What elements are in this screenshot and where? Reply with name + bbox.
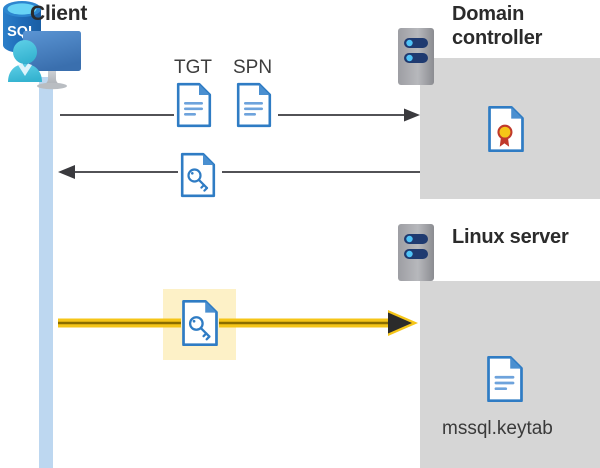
tgt-label: TGT bbox=[174, 57, 212, 78]
spn-document-icon bbox=[236, 82, 272, 128]
service-ticket-key-document-icon bbox=[181, 299, 219, 347]
tgt-document-icon bbox=[176, 82, 212, 128]
domain-controller-server-rack-icon bbox=[398, 28, 434, 85]
keytab-document-icon bbox=[486, 355, 524, 403]
flow-service-ticket-arrow bbox=[58, 310, 418, 336]
linux-server-rack-icon bbox=[398, 224, 434, 281]
client-lifeline bbox=[39, 77, 53, 468]
domain-controller-title: Domain controller bbox=[452, 3, 543, 49]
certificate-document-icon bbox=[487, 105, 525, 153]
linux-server-title: Linux server bbox=[452, 226, 569, 248]
flow-response-arrow bbox=[58, 165, 420, 179]
client-title: Client bbox=[30, 2, 88, 25]
client-user-computer-icon bbox=[4, 26, 96, 92]
spn-label: SPN bbox=[233, 57, 273, 78]
keytab-filename-label: mssql.keytab bbox=[442, 418, 553, 439]
kerberos-ticket-key-document-icon bbox=[180, 152, 216, 198]
